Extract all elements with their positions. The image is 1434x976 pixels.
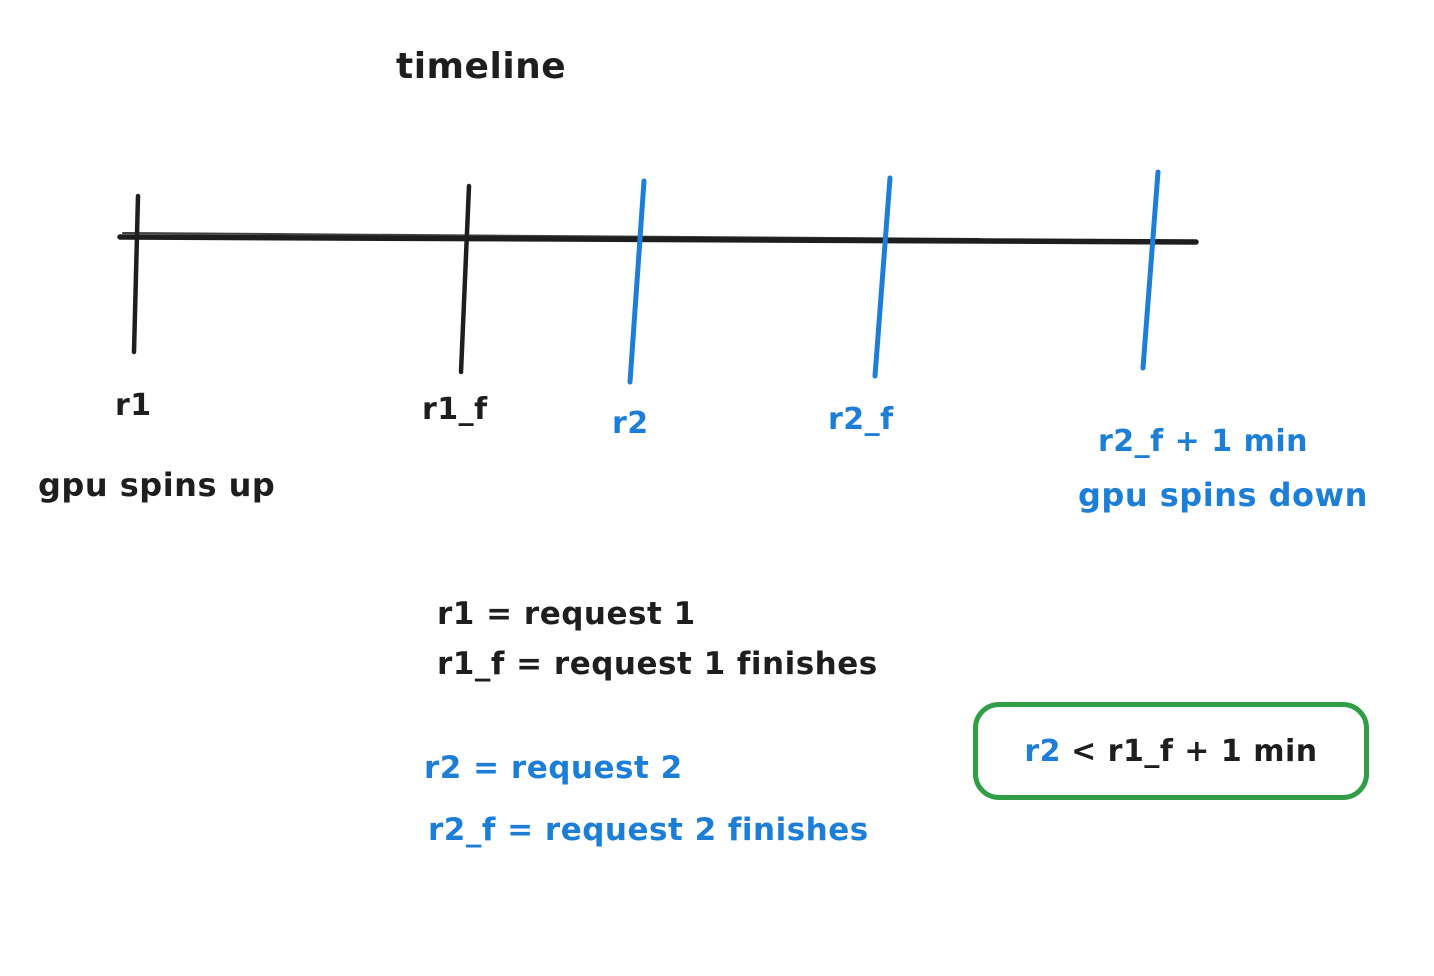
constraint-box: r2 < r1_f + 1 min (973, 702, 1369, 800)
tick-label-r1: r1 (115, 388, 152, 423)
tick-r1 (131, 193, 141, 355)
constraint-expression: < r1_f + 1 min (1071, 733, 1318, 769)
constraint-lhs: r2 (1024, 733, 1062, 769)
diagram-title: timeline (396, 46, 567, 87)
legend-r2: r2 = request 2 (424, 750, 683, 786)
tick-label-r2: r2 (612, 406, 649, 441)
tick-r2f-plus-1min (1140, 169, 1161, 371)
timeline-axis (117, 234, 1199, 245)
legend-r1f: r1_f = request 1 finishes (437, 646, 878, 682)
caption-gpu-spins-up: gpu spins up (38, 466, 276, 504)
tick-label-r2f: r2_f (828, 402, 894, 437)
tick-r2f (872, 175, 893, 379)
caption-gpu-spins-down: gpu spins down (1078, 476, 1368, 514)
timeline-axis-overdraw (122, 232, 981, 240)
tick-r1f (458, 183, 472, 375)
legend-r2f: r2_f = request 2 finishes (428, 812, 869, 848)
legend-r1: r1 = request 1 (437, 596, 696, 632)
tick-r2 (627, 178, 647, 385)
tick-label-r1f: r1_f (422, 392, 488, 427)
tick-label-r2f-plus-1min: r2_f + 1 min (1098, 424, 1308, 459)
